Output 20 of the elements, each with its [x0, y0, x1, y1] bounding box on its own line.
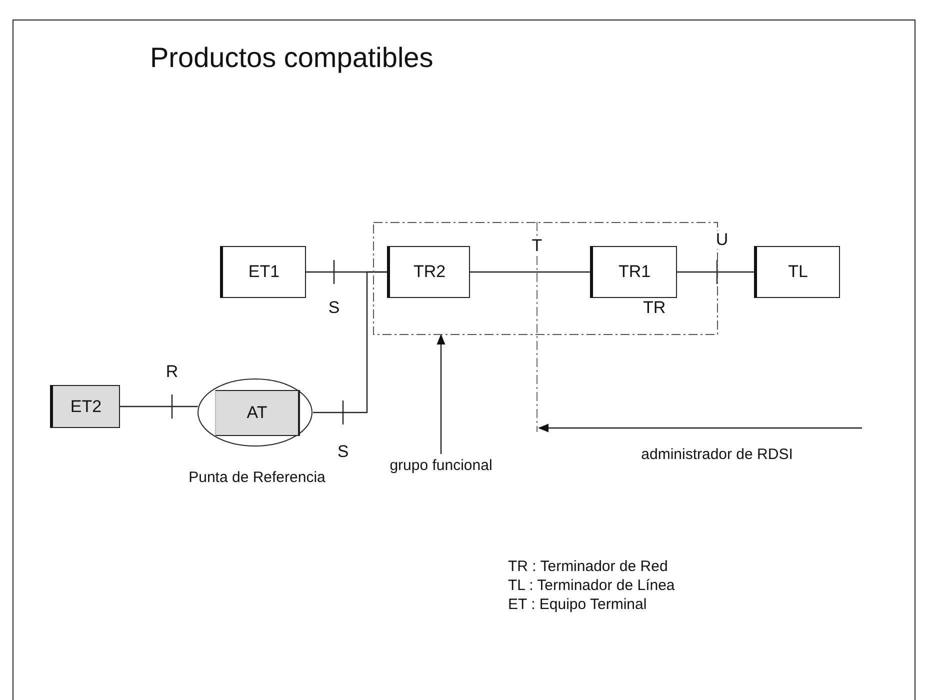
- group-label: TR: [643, 298, 666, 318]
- connector-line: [677, 271, 754, 273]
- caption-text: Punta de Referencia: [188, 469, 326, 486]
- device-box: TR1: [590, 246, 677, 298]
- adapter-box: AT: [215, 390, 300, 436]
- edge-label: T: [530, 237, 544, 255]
- device-box: TR2: [387, 246, 470, 298]
- connector-line: [313, 271, 387, 414]
- title: Productos compatibles: [150, 42, 434, 74]
- device-box: ET1: [220, 246, 306, 298]
- device-box: ET2: [50, 385, 120, 428]
- device-box: TL: [754, 246, 840, 298]
- note-text: TR : Terminador de Red: [508, 558, 668, 575]
- note-text: ET : Equipo Terminal: [508, 596, 647, 613]
- arrow: [538, 424, 862, 432]
- caption-text: grupo funcional: [388, 457, 494, 474]
- connector-line: [470, 271, 590, 273]
- arrow: [436, 334, 446, 454]
- note-text: TL : Terminador de Línea: [508, 577, 675, 594]
- connector-line: [120, 406, 198, 408]
